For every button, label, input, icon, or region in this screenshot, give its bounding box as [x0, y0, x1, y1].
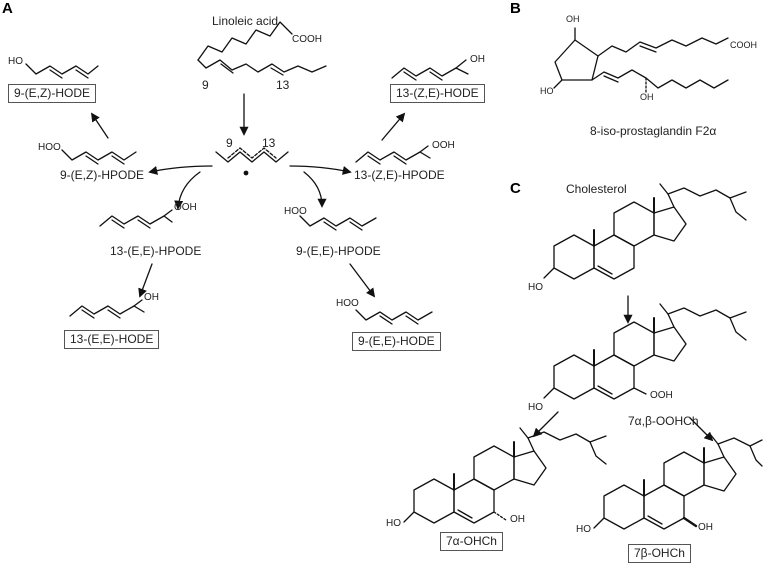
arrow-radical-to-left — [148, 165, 213, 175]
ooh-label-13ze-hpode: OOH — [432, 140, 455, 151]
arrow-to-9ee-hode — [349, 263, 376, 298]
oohch-structure — [543, 303, 747, 400]
cholesterol-structure — [543, 183, 747, 280]
arrow-to-9ez-hode — [90, 112, 109, 139]
carbon-9-label: 9 — [202, 78, 209, 92]
hpode-9-ee-structure — [299, 215, 377, 231]
radical-9-label: 9 — [226, 136, 233, 150]
oh-label-13ee-hode: OH — [144, 292, 159, 303]
linoleic-acid-structure — [197, 21, 327, 76]
cooh-label: COOH — [292, 34, 322, 45]
hode-13-ee-structure — [69, 299, 145, 319]
panel-a-arrows — [90, 93, 406, 298]
radical-intermediate-structure — [215, 147, 289, 176]
oohch-name: 7α,β-OOHCh — [628, 414, 699, 428]
hode-13-ze-structure — [391, 59, 469, 81]
hode-13-ze-label: 13-(Z,E)-HODE — [390, 84, 485, 103]
oohch-ooh-label: OOH — [650, 390, 673, 401]
pg-cooh-label: COOH — [730, 40, 757, 50]
arrow-right-to-9ee-hpode — [303, 171, 327, 208]
alpha-ho-label: HO — [386, 518, 401, 529]
chol-ho-label: HO — [528, 282, 543, 293]
hpode-13-ze-label: 13-(Z,E)-HPODE — [354, 168, 445, 182]
hode-9-ez-label: 9-(E,Z)-HODE — [8, 84, 96, 103]
oh-label-13ze-hode: OH — [470, 54, 485, 65]
arrow-to-13ee-hode — [138, 263, 153, 298]
hode-9-ez-structure — [25, 63, 99, 79]
arrow-oohch-to-alpha — [532, 411, 559, 438]
beta-ho-label: HO — [576, 524, 591, 535]
arrow-oohch-to-beta — [689, 417, 714, 442]
arrow-left-to-13ee-hpode — [174, 171, 201, 210]
hode-9-ee-label: 9-(E,E)-HODE — [352, 332, 441, 351]
panel-label-b: B — [510, 0, 521, 17]
prostaglandin-structure — [553, 27, 729, 93]
panel-label-c: C — [510, 180, 521, 197]
hode-13-ee-label: 13-(E,E)-HODE — [64, 330, 160, 349]
carbon-13-label: 13 — [276, 78, 290, 92]
oohch-ho-label: HO — [528, 402, 543, 413]
panel-label-a: A — [2, 0, 13, 17]
ohch-beta-label: 7β-OHCh — [628, 544, 691, 563]
panel-c-arrows — [532, 295, 714, 442]
ho-label-9ez-hode: HO — [8, 56, 23, 67]
ohch-beta-structure — [593, 433, 763, 530]
hode-9-ee-structure — [355, 309, 433, 325]
pg-oh-top-label: OH — [566, 14, 580, 24]
beta-oh-label: OH — [698, 522, 713, 533]
ohch-alpha-structure — [403, 427, 607, 524]
pg-oh-chain-label: OH — [640, 92, 654, 102]
linoleic-acid-title: Linoleic acid — [212, 14, 279, 28]
radical-13-label: 13 — [262, 136, 276, 150]
alpha-oh-label: OH — [510, 514, 525, 525]
cholesterol-title: Cholesterol — [566, 182, 627, 196]
pg-ho-left-label: HO — [540, 86, 554, 96]
hpode-13-ee-structure — [99, 209, 173, 229]
arrow-radical-to-right — [289, 165, 352, 175]
hpode-9-ez-structure — [61, 149, 137, 165]
prostaglandin-name: 8-iso-prostaglandin F2α — [590, 124, 717, 138]
hoo-label-9ee-hode: HOO — [336, 298, 359, 309]
hoo-label-9ee-hpode: HOO — [284, 206, 307, 217]
hpode-13-ee-label: 13-(E,E)-HPODE — [110, 244, 202, 258]
hoo-label-9ez-hpode: HOO — [38, 142, 61, 153]
ooh-label-13ee-hpode: OOH — [174, 202, 197, 213]
hpode-13-ze-structure — [355, 145, 431, 165]
ohch-alpha-label: 7α-OHCh — [440, 532, 503, 551]
hpode-9-ez-label: 9-(E,Z)-HPODE — [60, 168, 144, 182]
hpode-9-ee-label: 9-(E,E)-HPODE — [296, 244, 381, 258]
arrow-to-13ze-hode — [381, 112, 406, 141]
